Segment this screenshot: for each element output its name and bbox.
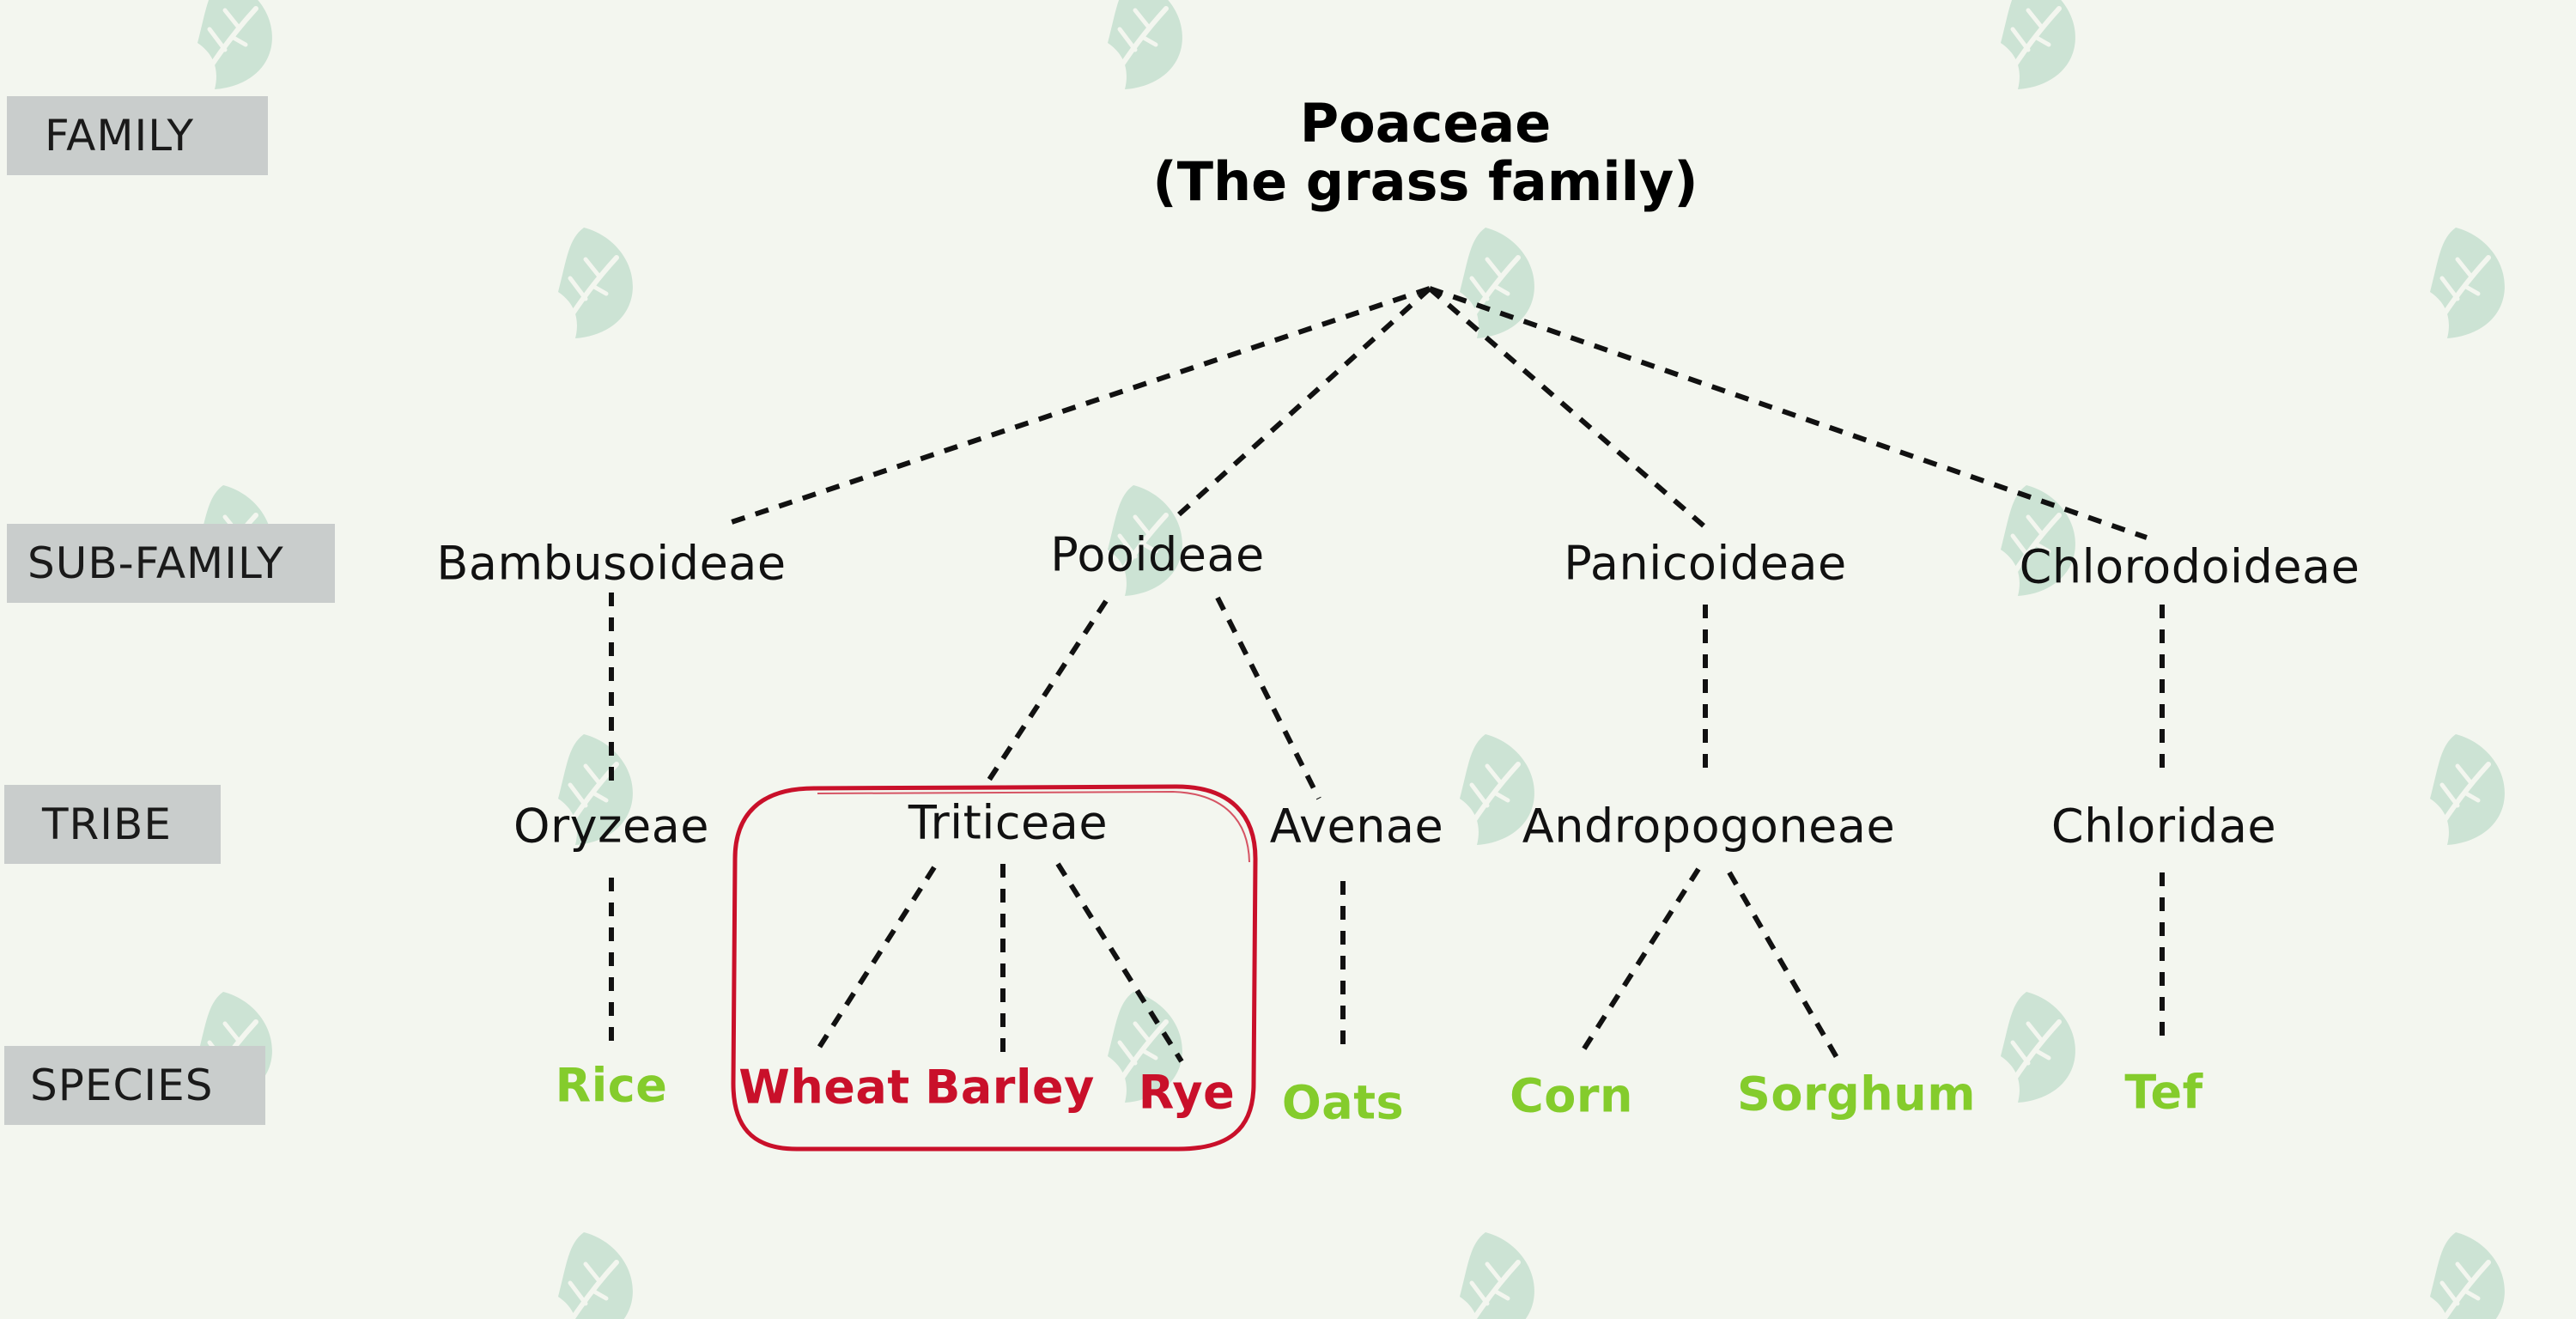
- edge-poaceae-pooideae: [1176, 286, 1432, 518]
- species-node-rice: Rice: [555, 1058, 668, 1113]
- subfamily-node-panicoideae: Panicoideae: [1564, 536, 1847, 591]
- species-node-rye: Rye: [1138, 1065, 1236, 1120]
- tribe-node-andropogoneae: Andropogoneae: [1522, 799, 1896, 854]
- tribe-node-chloridae: Chloridae: [2050, 799, 2277, 854]
- edge-pooideae-triticeae: [987, 599, 1109, 781]
- edge-poaceae-panicoideae: [1428, 286, 1707, 530]
- tribe-node-oryzeae: Oryzeae: [513, 799, 710, 854]
- edge-poaceae-chlorodoideae: [1429, 286, 2148, 540]
- level-label-tribe: TRIBE: [4, 785, 221, 864]
- subfamily-node-pooideae: Pooideae: [1050, 527, 1265, 582]
- species-node-sorghum: Sorghum: [1737, 1067, 1976, 1121]
- family-common-name: (The grass family): [1152, 150, 1698, 213]
- edge-pooideae-avenae: [1215, 596, 1321, 800]
- subfamily-node-bambusoideae: Bambusoideae: [436, 536, 787, 591]
- subfamily-node-chlorodoideae: Chlorodoideae: [2019, 539, 2360, 594]
- edge-poaceae-bambusoideae: [720, 286, 1431, 528]
- species-node-wheat: Wheat: [738, 1060, 910, 1115]
- edge-triticeae-rye: [1055, 862, 1184, 1063]
- highlight-box-triticeae: [731, 784, 1258, 1152]
- family-name: Poaceae: [1299, 92, 1552, 155]
- level-label-subfamily: SUB-FAMILY: [7, 524, 335, 603]
- tribe-node-triticeae: Triticeae: [908, 795, 1109, 850]
- family-node-poaceae: Poaceae (The grass family): [1152, 94, 1698, 211]
- species-node-oats: Oats: [1281, 1075, 1405, 1130]
- level-label-species: SPECIES: [4, 1046, 265, 1125]
- species-node-corn: Corn: [1510, 1068, 1633, 1123]
- level-label-family: FAMILY: [7, 96, 268, 175]
- edge-andropogoneae-sorghum: [1727, 871, 1844, 1067]
- edge-andropogoneae-corn: [1576, 867, 1701, 1060]
- species-node-barley: Barley: [925, 1060, 1095, 1115]
- species-node-tef: Tef: [2124, 1065, 2203, 1120]
- tribe-node-avenae: Avenae: [1269, 799, 1444, 854]
- edge-triticeae-wheat: [813, 866, 937, 1055]
